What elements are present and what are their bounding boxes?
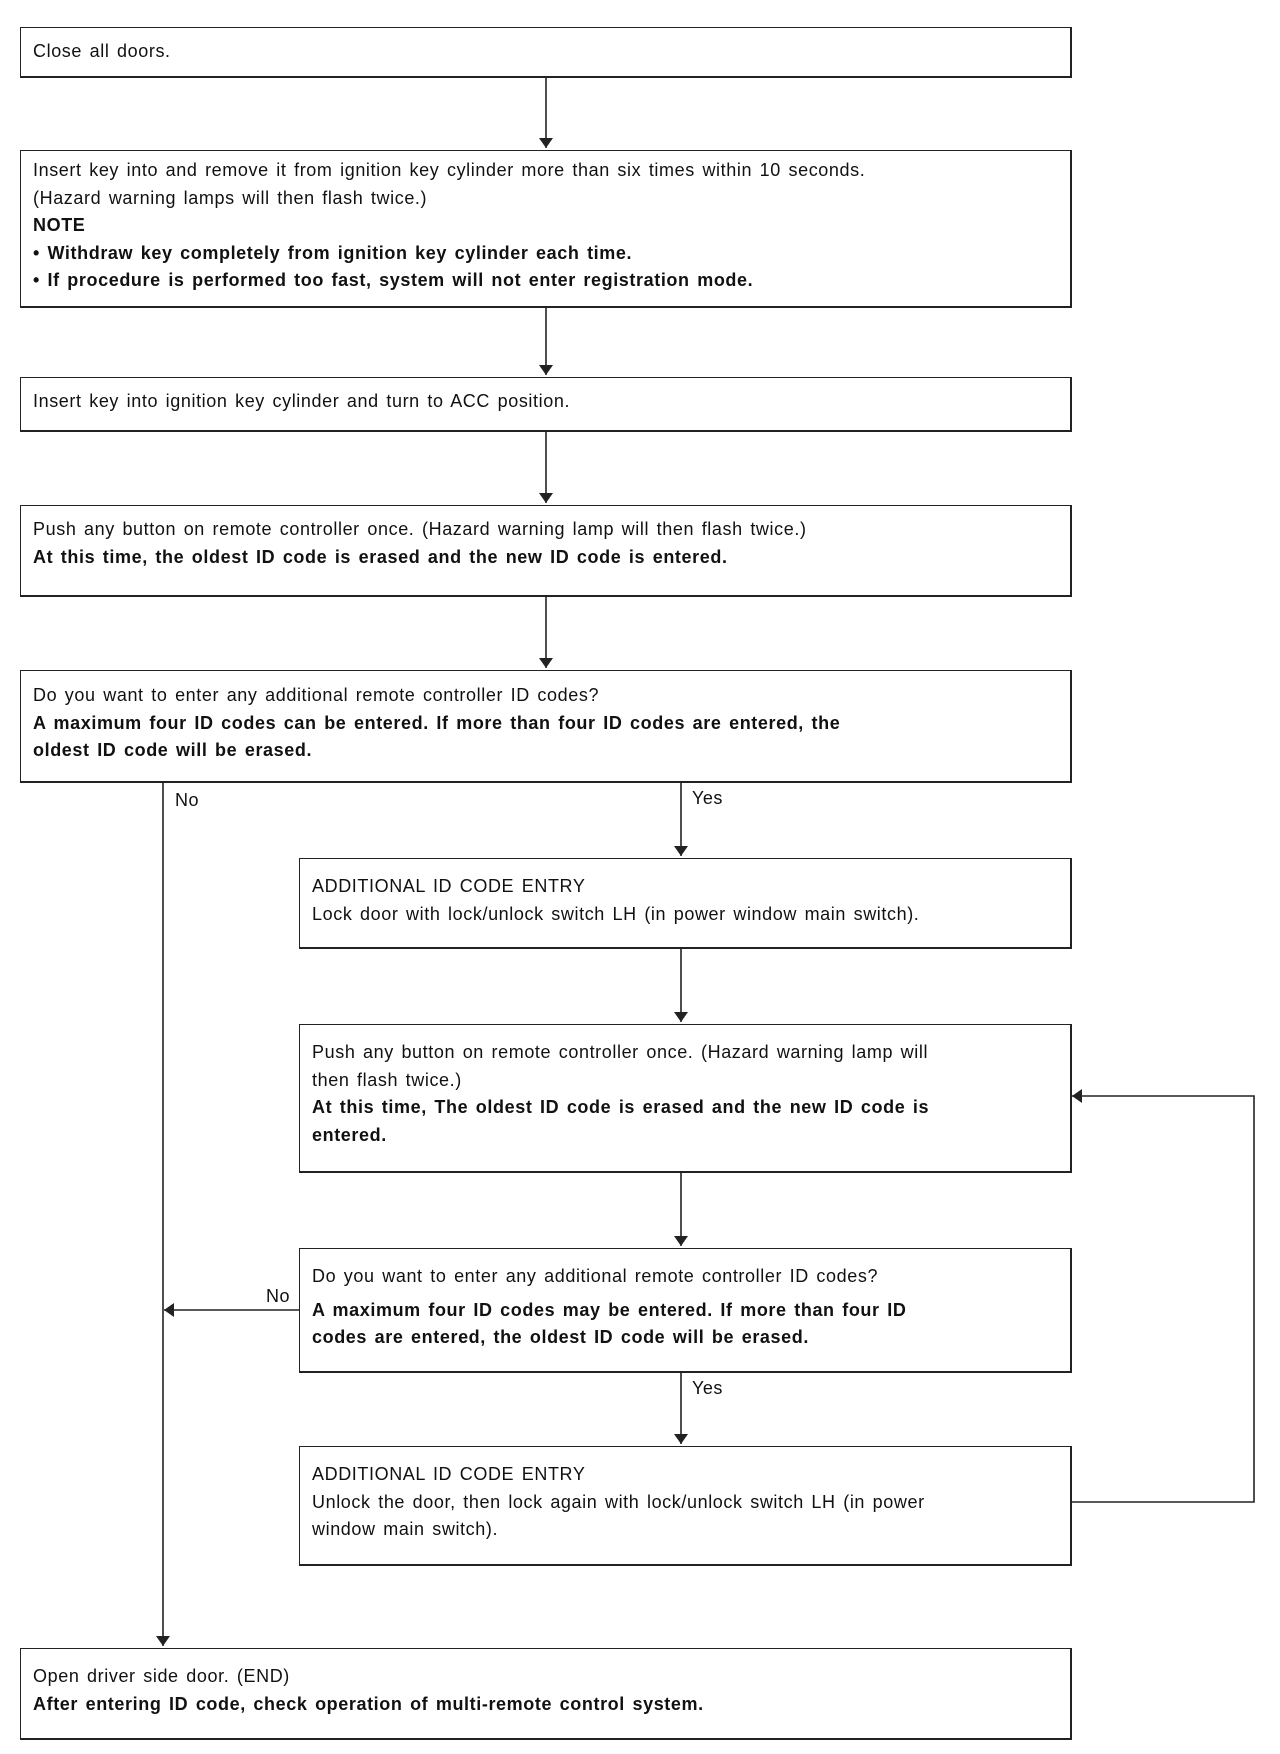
decision-1-no-label: No <box>175 790 200 810</box>
step-close-doors: Close all doors. <box>20 27 1072 78</box>
decision-2-question: Do you want to enter any additional remo… <box>312 1266 879 1286</box>
step-push-button-2-bold1: At this time, The oldest ID code is eras… <box>312 1097 930 1117</box>
decision-additional-codes-1: Do you want to enter any additional remo… <box>20 670 1072 783</box>
step-end-bold: After entering ID code, check operation … <box>33 1693 704 1714</box>
step-push-button-1: Push any button on remote controller onc… <box>20 505 1072 597</box>
step-push-button-2-bold2: entered. <box>312 1124 387 1145</box>
decision-additional-codes-2: Do you want to enter any additional remo… <box>299 1248 1072 1373</box>
note-item-1: • Withdraw key completely from ignition … <box>33 242 633 263</box>
step-insert-remove-key-line1: Insert key into and remove it from ignit… <box>33 160 866 180</box>
additional-entry-2-title: ADDITIONAL ID CODE ENTRY <box>312 1464 586 1484</box>
step-end: Open driver side door. (END) After enter… <box>20 1648 1072 1740</box>
step-acc-position-text: Insert key into ignition key cylinder an… <box>33 391 571 411</box>
decision-2-bold-line2: codes are entered, the oldest ID code wi… <box>312 1327 809 1347</box>
additional-entry-2-line1: Unlock the door, then lock again with lo… <box>312 1491 925 1512</box>
note-item-2: • If procedure is performed too fast, sy… <box>33 270 754 290</box>
decision-2-bold-line1: A maximum four ID codes may be entered. … <box>312 1299 907 1320</box>
decision-1-yes-label: Yes <box>692 788 723 808</box>
decision-2-yes-label: Yes <box>692 1378 723 1398</box>
note-heading: NOTE <box>33 215 86 235</box>
step-acc-position: Insert key into ignition key cylinder an… <box>20 377 1072 432</box>
decision-2-no-label: No <box>266 1286 291 1306</box>
step-close-doors-text: Close all doors. <box>33 41 171 61</box>
step-push-button-2-line2: then flash twice.) <box>312 1069 462 1090</box>
arrow-loop-back <box>1071 1089 1255 1503</box>
step-push-button-1-line1: Push any button on remote controller onc… <box>33 519 807 539</box>
decision-1-question: Do you want to enter any additional remo… <box>33 685 600 705</box>
decision-1-bold-line2: oldest ID code will be erased. <box>33 740 313 760</box>
step-insert-remove-key: Insert key into and remove it from ignit… <box>20 150 1072 308</box>
step-additional-entry-2: ADDITIONAL ID CODE ENTRY Unlock the door… <box>299 1446 1072 1566</box>
step-additional-entry-1: ADDITIONAL ID CODE ENTRY Lock door with … <box>299 858 1072 949</box>
step-push-button-2-line1: Push any button on remote controller onc… <box>312 1042 929 1062</box>
additional-entry-1-text: Lock door with lock/unlock switch LH (in… <box>312 903 920 924</box>
step-push-button-2: Push any button on remote controller onc… <box>299 1024 1072 1173</box>
step-insert-remove-key-line2: (Hazard warning lamps will then flash tw… <box>33 187 428 208</box>
decision-1-bold-line1: A maximum four ID codes can be entered. … <box>33 712 841 733</box>
additional-entry-1-title: ADDITIONAL ID CODE ENTRY <box>312 876 586 896</box>
step-end-line1: Open driver side door. (END) <box>33 1666 290 1686</box>
step-push-button-1-bold: At this time, the oldest ID code is eras… <box>33 546 728 567</box>
additional-entry-2-line2: window main switch). <box>312 1519 499 1539</box>
